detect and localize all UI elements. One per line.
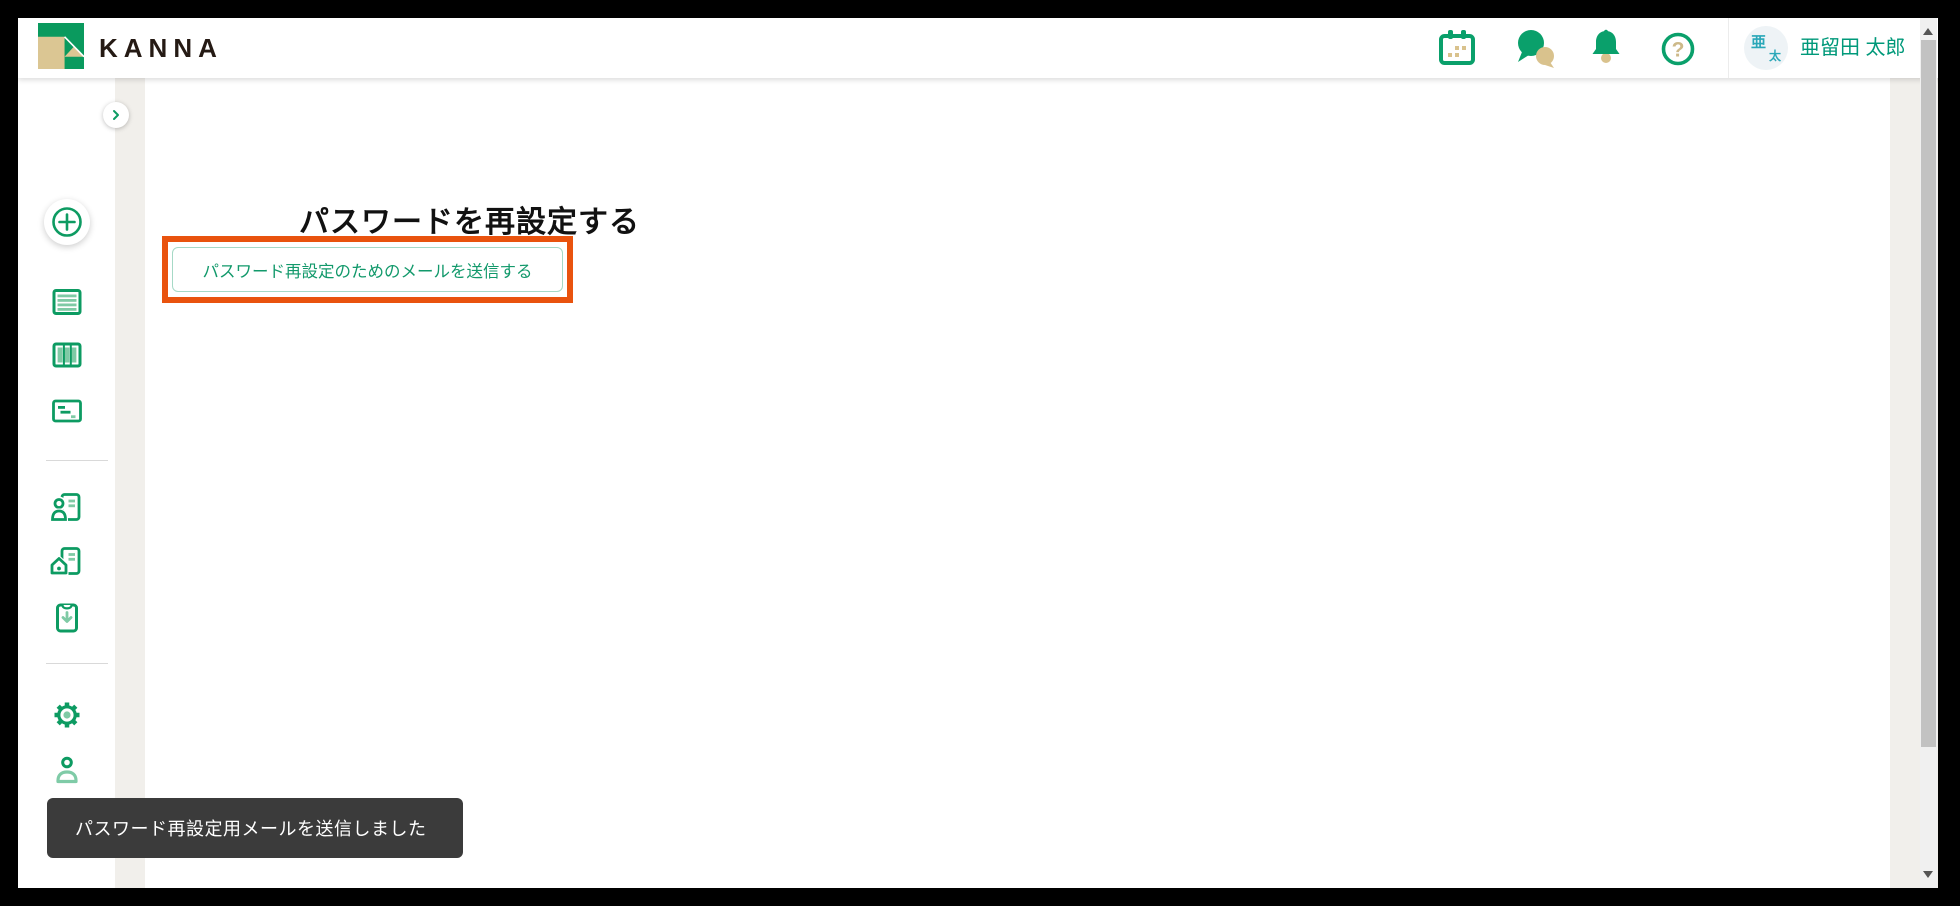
app-header: KANNA [18,18,1938,78]
sidebar-item-companies[interactable] [18,544,115,580]
header-divider [1728,18,1729,78]
question-glyph: ? [1672,39,1685,62]
board-columns-icon [52,342,81,368]
sidebar-divider [46,663,108,664]
sidebar-item-create[interactable] [18,199,115,245]
chat-icon[interactable] [1514,29,1558,69]
action-highlight-box: パスワード再設定のためのメールを送信する [162,236,573,303]
bell-icon[interactable] [1590,29,1622,66]
user-name[interactable]: 亜留田 太郎 [1800,37,1906,59]
calendar-icon[interactable] [1438,29,1476,67]
avatar-initial-bottom: 太 [1768,49,1781,63]
sidebar-item-board[interactable] [18,337,115,373]
kanna-logo[interactable]: KANNA [38,22,223,74]
sidebar-item-project-list[interactable] [18,284,115,320]
profile-person-icon [55,756,78,784]
sidebar-item-settings[interactable] [18,697,115,733]
chevron-right-icon [113,110,119,120]
scroll-up-icon[interactable] [1923,28,1933,35]
user-avatar[interactable]: 亜 太 [1744,26,1788,70]
send-password-reset-email-button[interactable]: パスワード再設定のためのメールを送信する [172,247,563,292]
main-content: パスワードを再設定する [145,78,1890,888]
gantt-card-icon [51,399,82,423]
avatar-initial-top: 亜 [1751,34,1767,51]
sidebar-divider [46,460,108,461]
project-list-icon [52,289,81,315]
settings-gear-icon [54,702,79,728]
sidebar [18,78,115,888]
plus-circle-icon [43,199,90,245]
help-icon[interactable]: ? [1660,31,1696,67]
toast-message: パスワード再設定用メールを送信しました [75,819,427,839]
sidebar-item-import[interactable] [18,600,115,636]
scrollbar-thumb[interactable] [1921,40,1936,747]
contact-document-icon [49,493,80,522]
brand-name: KANNA [99,32,223,63]
browser-viewport: KANNA [18,18,1938,888]
kanna-logo-mark-icon [38,22,85,74]
scroll-down-icon[interactable] [1923,871,1933,878]
sidebar-expand-button[interactable] [103,102,129,128]
sidebar-item-gantt[interactable] [18,393,115,429]
company-document-icon [49,547,80,576]
sidebar-item-contacts[interactable] [18,490,115,526]
page-title: パスワードを再設定する [299,206,640,239]
toast-notification: パスワード再設定用メールを送信しました [47,798,463,858]
vertical-scrollbar[interactable] [1920,18,1937,888]
sidebar-item-profile[interactable] [18,752,115,788]
clipboard-import-icon [55,603,78,633]
